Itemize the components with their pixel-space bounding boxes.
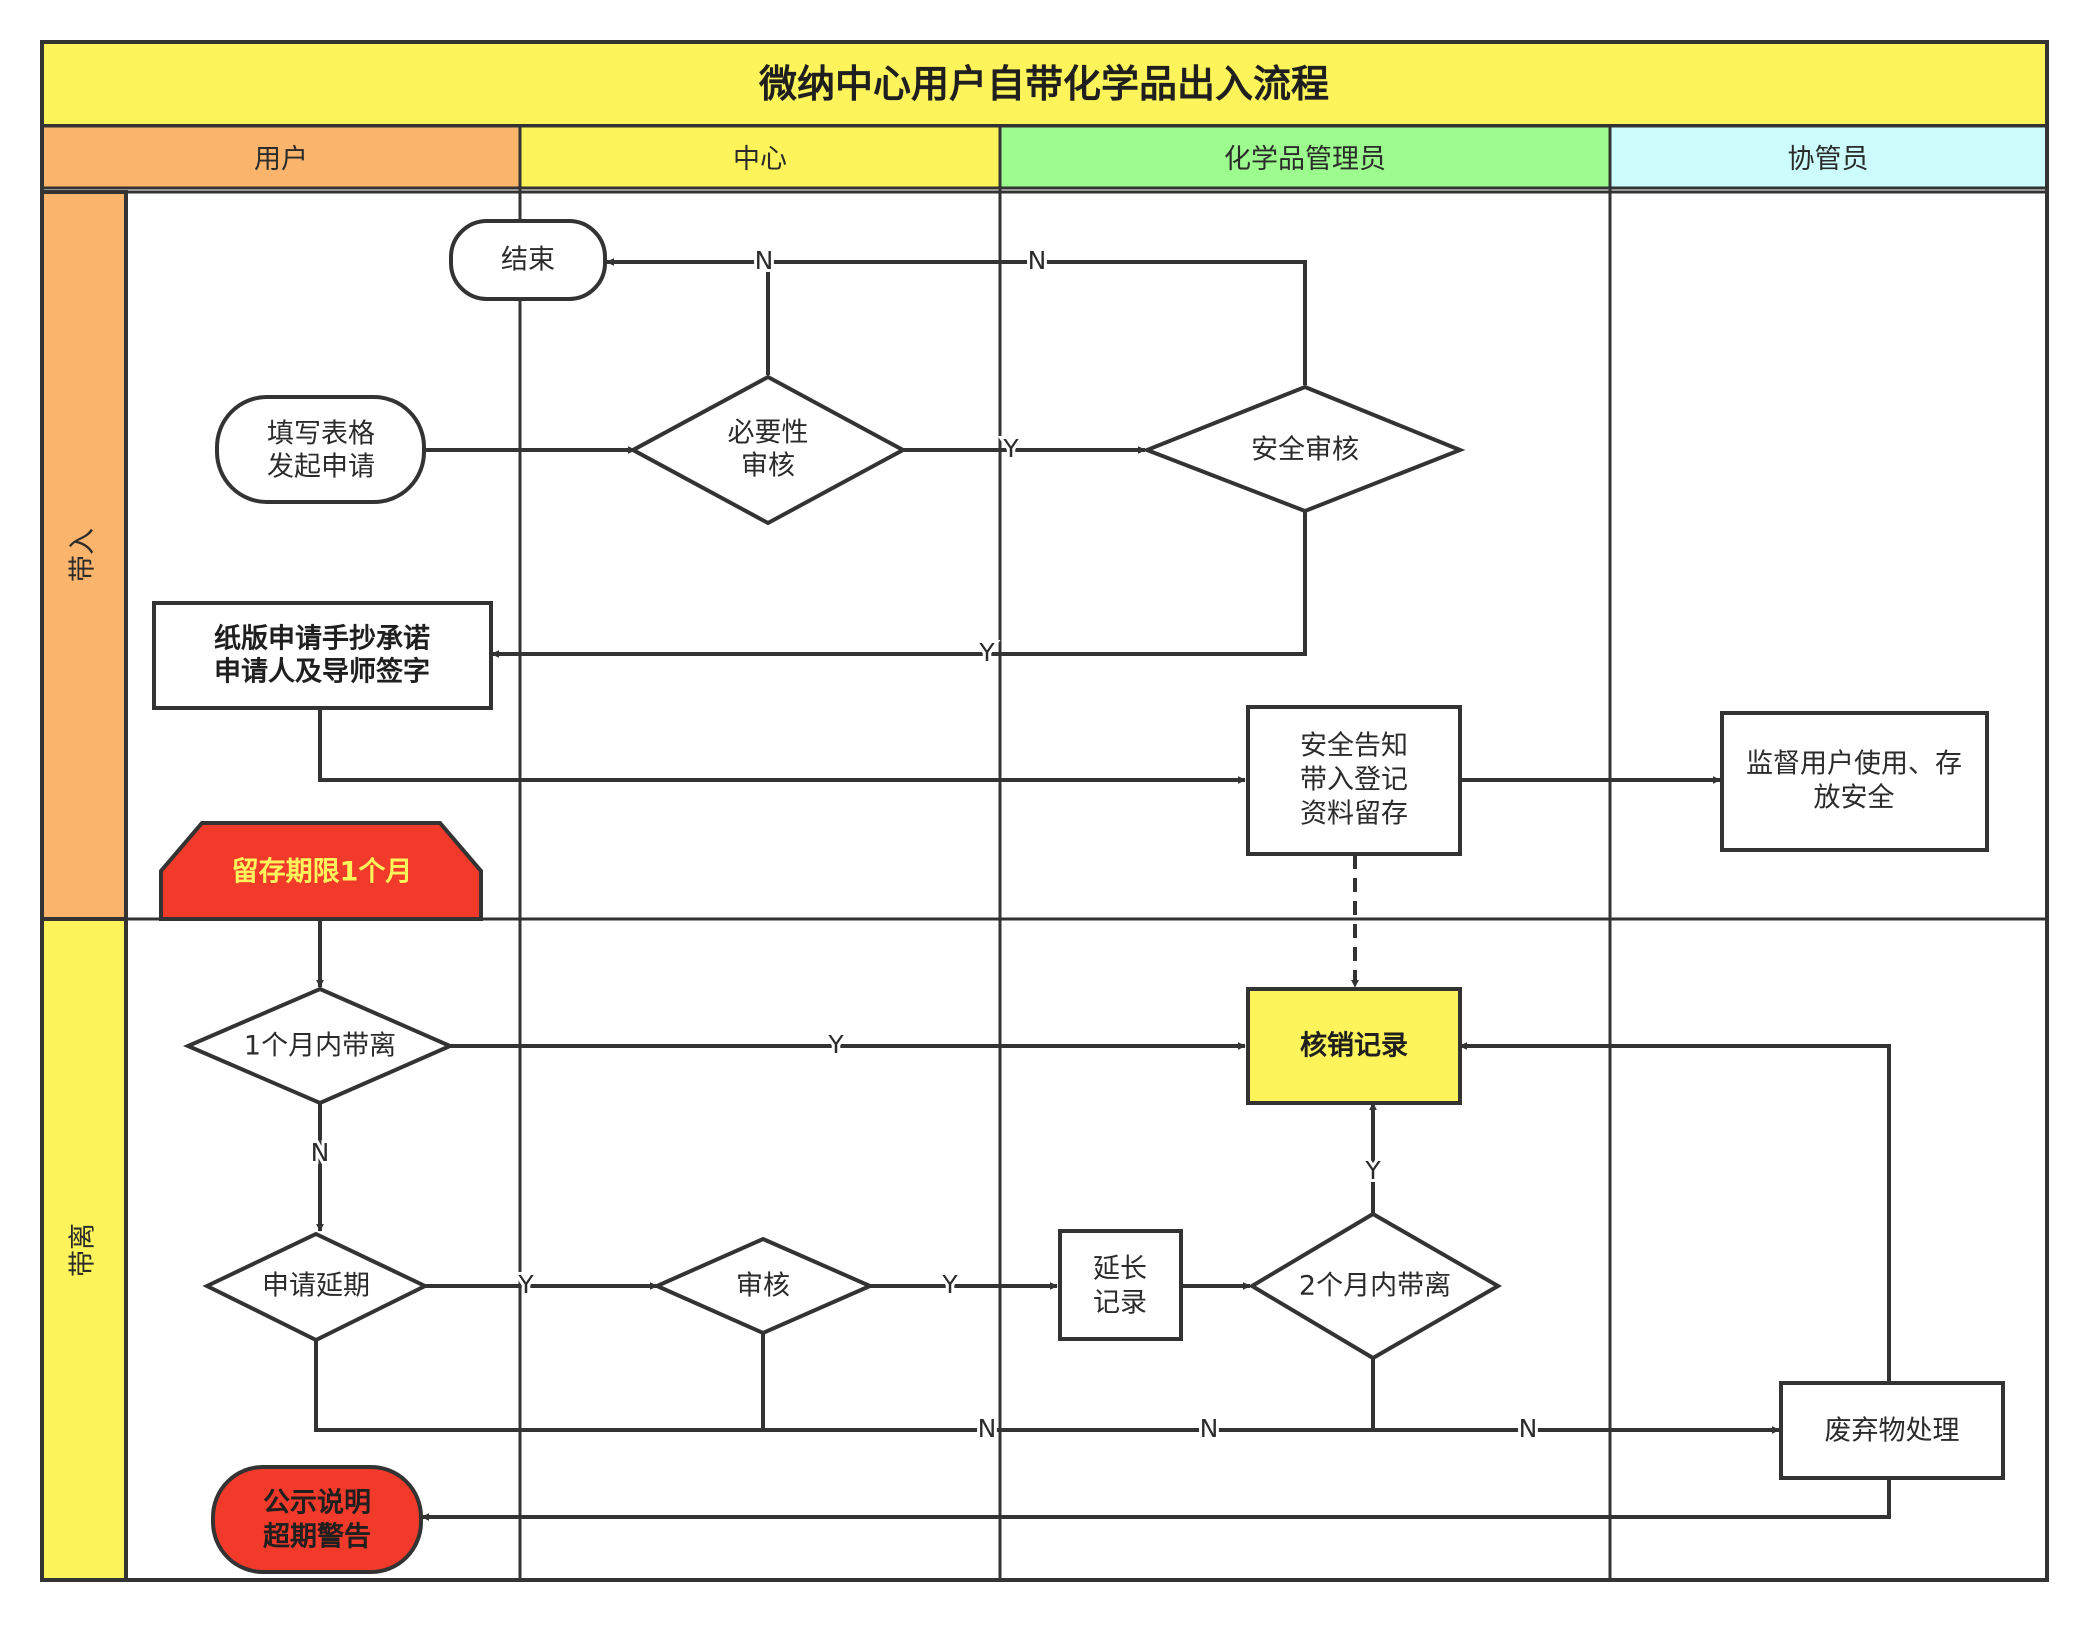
node-apply-extension[interactable]: 申请延期 [202, 1231, 430, 1343]
edge-waste-to-writeoff [1459, 1042, 1891, 1383]
node-supervise[interactable]: 监督用户使用、存 放安全 [1720, 711, 1989, 852]
edge-waste-to-warning [421, 1478, 1891, 1521]
node-fill-form-line2: 发起申请 [267, 452, 375, 483]
node-end[interactable]: 结束 [449, 219, 607, 301]
node-review[interactable]: 审核 [652, 1236, 875, 1336]
node-writeoff-label: 核销记录 [1300, 1030, 1408, 1062]
node-safety-notice[interactable]: 安全告知 带入登记 资料留存 [1246, 705, 1462, 856]
diagram-frame [40, 40, 2049, 1582]
lane-label-assistant: 协管员 [1788, 144, 1869, 175]
edge-label-y-6: Y [1364, 1156, 1381, 1185]
node-retention-label: 留存期限1个月 [232, 857, 413, 888]
node-necessity-line2: 审核 [741, 451, 795, 482]
node-record-line2: 记录 [1093, 1288, 1147, 1319]
node-supervise-line2: 放安全 [1814, 783, 1895, 814]
edge-labels: N N Y Y Y N Y Y Y N N N [308, 243, 1541, 1446]
phase-label-take-out: 带离 [68, 1223, 99, 1277]
node-review-label: 审核 [736, 1271, 790, 1302]
node-notice-line2: 带入登记 [1300, 765, 1408, 796]
node-extension-label: 申请延期 [262, 1271, 370, 1302]
edge-label-y-3: Y [827, 1030, 844, 1059]
node-notice-line3: 资料留存 [1300, 799, 1408, 830]
edge-label-y-4: Y [517, 1270, 534, 1299]
node-fill-form-line1: 填写表格 [267, 419, 375, 450]
edge-label-n-4: N [978, 1414, 997, 1443]
node-within2-label: 2个月内带离 [1299, 1271, 1451, 1302]
node-waste-disposal[interactable]: 废弃物处理 [1779, 1381, 2005, 1480]
node-within-1-month[interactable]: 1个月内带离 [182, 986, 455, 1106]
lane-header-assistant [1608, 124, 2049, 190]
node-public-warning[interactable]: 公示说明 超期警告 [211, 1465, 423, 1574]
node-supervise-line1: 监督用户使用、存 [1746, 749, 1962, 780]
edge-safety-no-end [768, 260, 1307, 385]
node-within-2-months[interactable]: 2个月内带离 [1248, 1211, 1503, 1361]
edge-label-y-5: Y [941, 1270, 958, 1299]
node-record-line1: 延长 [1093, 1254, 1147, 1285]
connectors [314, 258, 1891, 1521]
edge-label-y-2: Y [978, 638, 995, 667]
lane-label-admin: 化学品管理员 [1224, 144, 1386, 175]
node-paper-line2: 申请人及导师签字 [214, 656, 430, 688]
edge-label-n-6: N [1519, 1414, 1538, 1443]
node-within1-label: 1个月内带离 [244, 1031, 396, 1062]
lane-header-user [40, 124, 522, 190]
edge-label-n-3: N [311, 1138, 330, 1167]
edge-label-n-5: N [1200, 1414, 1219, 1443]
phase-label-bring-in: 带入 [68, 528, 99, 582]
edge-label-n-1: N [755, 246, 774, 275]
edge-safety-yes-paper [491, 511, 1307, 658]
node-waste-label: 废弃物处理 [1825, 1416, 1960, 1447]
node-notice-line1: 安全告知 [1300, 731, 1408, 762]
node-safety-label: 安全审核 [1251, 435, 1359, 466]
edge-necessity-no-end [606, 258, 770, 375]
node-extension-record[interactable]: 延长 记录 [1058, 1229, 1183, 1341]
node-end-label: 结束 [501, 245, 555, 276]
node-fill-form[interactable]: 填写表格 发起申请 [215, 395, 426, 504]
node-necessity-review[interactable]: 必要性 审核 [628, 374, 908, 526]
node-warning-line1: 公示说明 [263, 1488, 371, 1519]
node-paper-line1: 纸版申请手抄承诺 [214, 623, 430, 655]
node-retention-limit[interactable]: 留存期限1个月 [159, 821, 483, 921]
diagram-title: 微纳中心用户自带化学品出入流程 [758, 62, 1329, 106]
edge-label-n-2: N [1028, 246, 1047, 275]
lane-label-user: 用户 [254, 144, 308, 175]
node-writeoff-record[interactable]: 核销记录 [1246, 987, 1462, 1105]
edge-no-branch-line [314, 1340, 1780, 1434]
lane-header-center [518, 124, 1002, 190]
node-warning-line2: 超期警告 [263, 1522, 371, 1553]
lane-label-center: 中心 [733, 144, 787, 175]
node-paper-form[interactable]: 纸版申请手抄承诺 申请人及导师签字 [152, 601, 493, 710]
edge-label-y-1: Y [1002, 434, 1019, 463]
node-necessity-line1: 必要性 [728, 418, 809, 449]
edge-paper-to-notice [318, 709, 1246, 784]
node-safety-review[interactable]: 安全审核 [1141, 384, 1466, 514]
